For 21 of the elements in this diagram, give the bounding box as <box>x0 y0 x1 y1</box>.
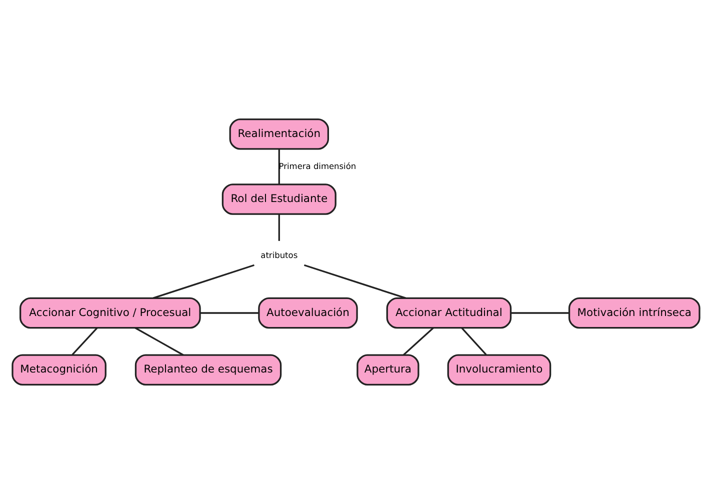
connector <box>403 326 434 355</box>
connector <box>134 326 184 356</box>
connector <box>152 264 254 298</box>
node-box: Accionar Actitudinal <box>386 296 512 328</box>
node-box: Rol del Estudiante <box>222 183 336 214</box>
node-box: Autoevaluación <box>258 296 358 328</box>
connector <box>510 312 570 314</box>
node-box: Apertura <box>356 354 420 386</box>
connector <box>200 312 259 314</box>
connector <box>304 264 406 298</box>
node-text: atributos <box>260 250 298 260</box>
node-box: Replanteo de esquemas <box>134 354 282 386</box>
node-box: Involucramiento <box>447 354 552 386</box>
connector <box>72 326 98 355</box>
connector <box>461 326 487 355</box>
connector <box>278 148 280 184</box>
connector <box>278 214 280 240</box>
node-box: Accionar Cognitivo / Procesual <box>20 296 201 328</box>
node-box: Realimentación <box>229 118 329 150</box>
node-box: Metacognición <box>12 354 106 386</box>
node-box: Motivación intrínseca <box>568 296 700 328</box>
